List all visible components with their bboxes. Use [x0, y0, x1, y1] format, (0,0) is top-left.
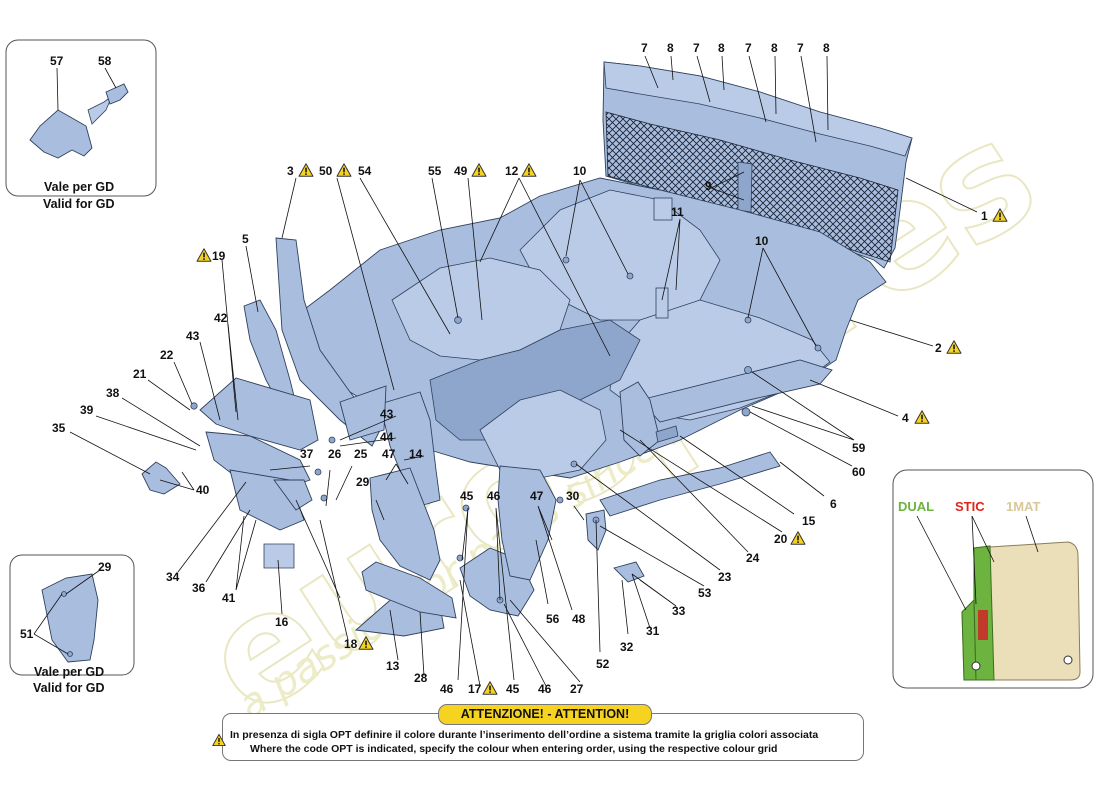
- mat-stic-label: STIC: [955, 499, 985, 514]
- label-53: 53: [698, 586, 712, 600]
- label-32: 32: [620, 640, 634, 654]
- warning-icon: [914, 410, 930, 424]
- label-7: 7: [745, 41, 752, 55]
- label-13: 13: [386, 659, 400, 673]
- label-1: 1: [981, 209, 988, 223]
- leader-lines: [69, 55, 978, 687]
- label-34: 34: [166, 570, 180, 584]
- warning-icon: [482, 681, 498, 695]
- inset-mat-colors: DUAL STIC 1MAT: [892, 469, 1094, 689]
- inset-caption-en: Valid for GD: [43, 197, 115, 211]
- label-58: 58: [98, 54, 112, 68]
- label-14: 14: [409, 447, 423, 461]
- attention-text-italian: In presenza di sigla OPT definire il col…: [230, 729, 819, 741]
- callout-labels: 7 8 7 8 7 8 7 8 1 2 4 9 11 10 10 12 49 5…: [52, 41, 988, 696]
- label-10: 10: [755, 234, 769, 248]
- label-2: 2: [935, 341, 942, 355]
- label-10: 10: [573, 164, 587, 178]
- label-18: 18: [344, 637, 358, 651]
- label-46: 46: [440, 682, 454, 696]
- warning-icon: [471, 163, 487, 177]
- label-15: 15: [802, 514, 816, 528]
- label-8: 8: [771, 41, 778, 55]
- warning-icon: [521, 163, 537, 177]
- label-38: 38: [106, 386, 120, 400]
- label-49: 49: [454, 164, 468, 178]
- label-11: 11: [671, 205, 684, 219]
- label-24: 24: [746, 551, 760, 565]
- mat-1mat-label: 1MAT: [1006, 499, 1040, 514]
- label-28: 28: [414, 671, 428, 685]
- label-29: 29: [356, 475, 370, 489]
- label-12: 12: [505, 164, 519, 178]
- warning-icon: [336, 163, 352, 177]
- label-8: 8: [823, 41, 830, 55]
- warning-icon: [946, 340, 962, 354]
- label-29: 29: [98, 560, 112, 574]
- warning-icon: [298, 163, 314, 177]
- label-47: 47: [530, 489, 544, 503]
- label-4: 4: [902, 411, 909, 425]
- label-16: 16: [275, 615, 289, 629]
- label-56: 56: [546, 612, 560, 626]
- label-36: 36: [192, 581, 206, 595]
- label-50: 50: [319, 164, 333, 178]
- label-7: 7: [797, 41, 804, 55]
- label-37: 37: [300, 447, 314, 461]
- label-9: 9: [705, 179, 712, 193]
- label-8: 8: [718, 41, 725, 55]
- label-57: 57: [50, 54, 64, 68]
- label-20: 20: [774, 532, 788, 546]
- label-35: 35: [52, 421, 66, 435]
- label-47: 47: [382, 447, 396, 461]
- label-59: 59: [852, 441, 866, 455]
- label-27: 27: [570, 682, 584, 696]
- label-5: 5: [242, 232, 249, 246]
- inset-caption-it: Vale per GD: [34, 665, 104, 679]
- warning-icon: [212, 733, 226, 747]
- label-23: 23: [718, 570, 732, 584]
- attention-text-english: Where the code OPT is indicated, specify…: [250, 743, 778, 755]
- label-41: 41: [222, 591, 236, 605]
- label-22: 22: [160, 348, 174, 362]
- label-48: 48: [572, 612, 586, 626]
- label-8: 8: [667, 41, 674, 55]
- label-39: 39: [80, 403, 94, 417]
- inset-caption-it: Vale per GD: [44, 180, 114, 194]
- label-21: 21: [133, 367, 147, 381]
- label-44: 44: [380, 430, 394, 444]
- inset-caption-en: Valid for GD: [33, 681, 105, 695]
- label-40: 40: [196, 483, 210, 497]
- label-46: 46: [487, 489, 501, 503]
- label-55: 55: [428, 164, 442, 178]
- inset-gd-bracket: 57 58 Vale per GD Valid for GD: [5, 39, 157, 211]
- label-43: 43: [380, 407, 394, 421]
- label-7: 7: [693, 41, 700, 55]
- label-6: 6: [830, 497, 837, 511]
- label-30: 30: [566, 489, 580, 503]
- label-42: 42: [214, 311, 228, 325]
- label-33: 33: [672, 604, 686, 618]
- attention-title: ATTENZIONE! - ATTENTION!: [438, 704, 652, 725]
- label-3: 3: [287, 164, 294, 178]
- label-60: 60: [852, 465, 866, 479]
- warning-icon: [196, 248, 212, 262]
- label-25: 25: [354, 447, 368, 461]
- label-52: 52: [596, 657, 610, 671]
- label-51: 51: [20, 627, 34, 641]
- label-7: 7: [641, 41, 648, 55]
- label-31: 31: [646, 624, 660, 638]
- label-19: 19: [212, 249, 226, 263]
- label-45: 45: [506, 682, 520, 696]
- label-54: 54: [358, 164, 372, 178]
- warning-icon: [790, 531, 806, 545]
- label-45: 45: [460, 489, 474, 503]
- mat-dual-label: DUAL: [898, 499, 934, 514]
- label-46: 46: [538, 682, 552, 696]
- label-26: 26: [328, 447, 342, 461]
- label-43: 43: [186, 329, 200, 343]
- inset-gd-panel: 29 51 Vale per GD Valid for GD: [9, 554, 135, 695]
- label-17: 17: [468, 682, 482, 696]
